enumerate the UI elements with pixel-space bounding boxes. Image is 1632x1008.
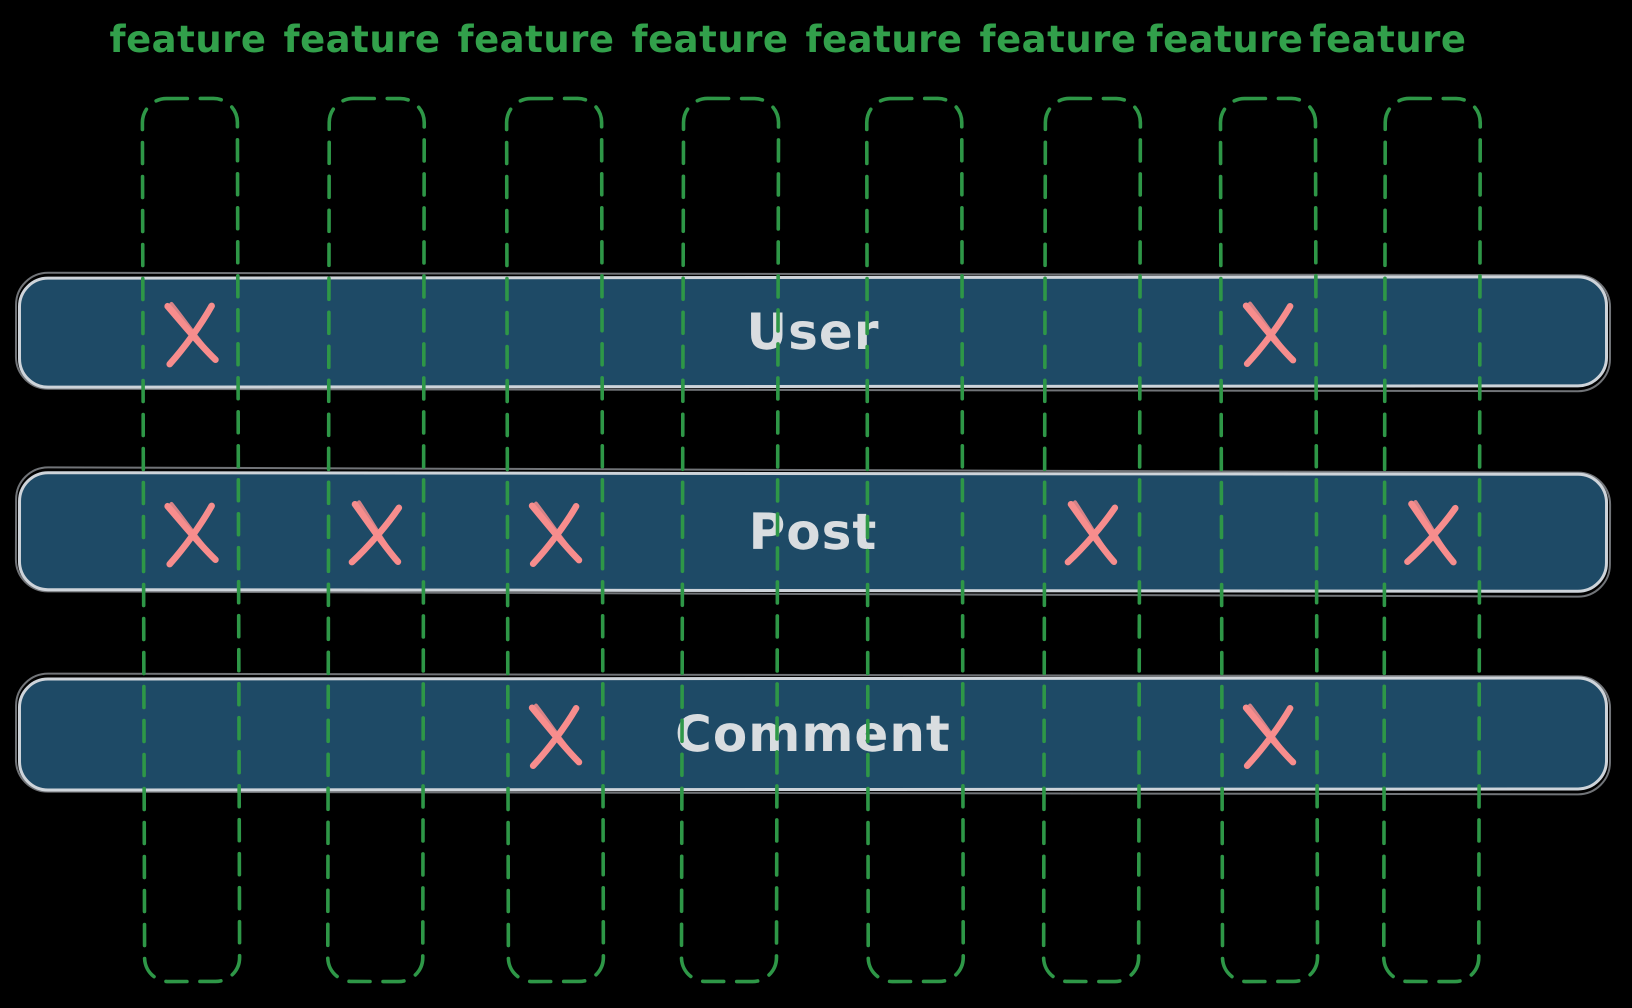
feature-column-label: feature [457,18,615,61]
x-mark [156,293,226,370]
x-mark-icon [1242,703,1297,770]
x-mark [1235,294,1304,370]
feature-column-label: feature [1309,18,1467,61]
x-mark-icon [528,703,583,770]
x-mark-icon [528,501,583,568]
feature-column-label: feature [283,18,441,61]
feature-column-label: feature [109,18,267,61]
x-mark-icon [164,501,219,568]
x-mark-icon [164,301,219,368]
feature-column-label: feature [805,18,963,61]
x-mark-icon [1242,301,1297,368]
feature-column-label: feature [1146,18,1304,61]
x-mark [156,493,226,570]
x-mark-icon [1404,500,1459,566]
x-mark [1058,494,1127,570]
x-mark [1235,696,1304,772]
x-mark [521,494,590,570]
feature-column-label: feature [631,18,789,61]
x-mark-icon [348,500,403,566]
x-mark [1397,493,1467,570]
x-mark [342,494,411,570]
x-mark-icon [1064,500,1119,566]
x-mark [521,696,590,772]
feature-column-label: feature [979,18,1137,61]
